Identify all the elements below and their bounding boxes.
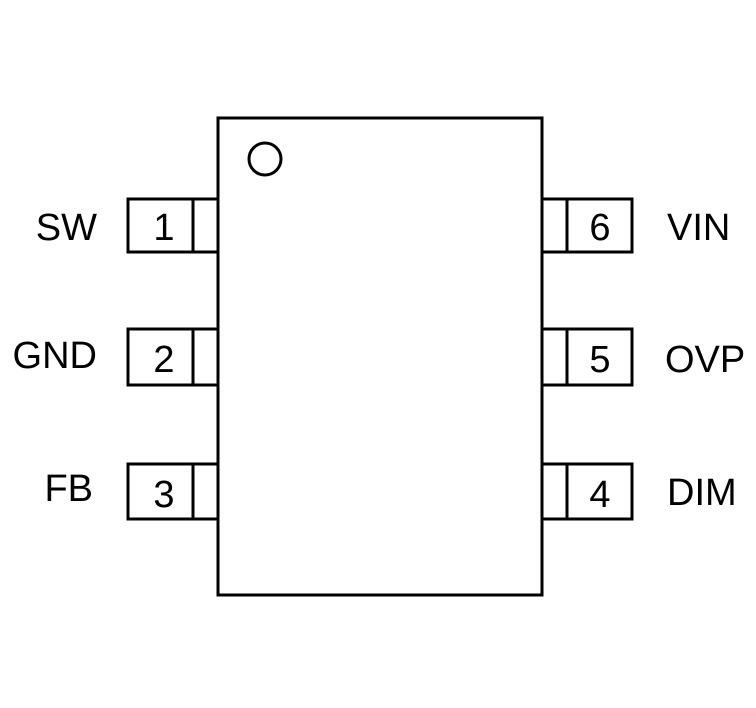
pin-1: 1 SW: [36, 197, 220, 254]
pin-5-box: [540, 327, 634, 387]
pin-5-label: OVP: [665, 339, 745, 381]
pin1-marker-circle: [247, 141, 283, 177]
ic-body: [216, 116, 544, 597]
pin-3-label: FB: [44, 468, 93, 510]
pin-6-box: [540, 197, 634, 254]
pin-4: 4 DIM: [540, 462, 737, 521]
pin-5: 5 OVP: [540, 327, 745, 387]
pin-2: 2 GND: [13, 327, 220, 387]
pin-6: 6 VIN: [540, 197, 730, 254]
pin-2-label: GND: [13, 335, 97, 377]
pin-4-box: [540, 462, 634, 521]
pin-5-number: 5: [589, 339, 610, 381]
pin-4-number: 4: [589, 474, 610, 516]
pin-1-label: SW: [36, 207, 97, 249]
pin-1-number: 1: [153, 207, 174, 249]
pin-2-box: [126, 327, 220, 387]
pin-3-number: 3: [153, 474, 174, 516]
pin-3: 3 FB: [44, 462, 220, 521]
pin-6-label: VIN: [667, 207, 730, 249]
pin-1-box: [126, 197, 220, 254]
pin-4-label: DIM: [667, 472, 737, 514]
pin-3-box: [126, 462, 220, 521]
pin-6-number: 6: [589, 207, 610, 249]
pin-2-number: 2: [153, 339, 174, 381]
